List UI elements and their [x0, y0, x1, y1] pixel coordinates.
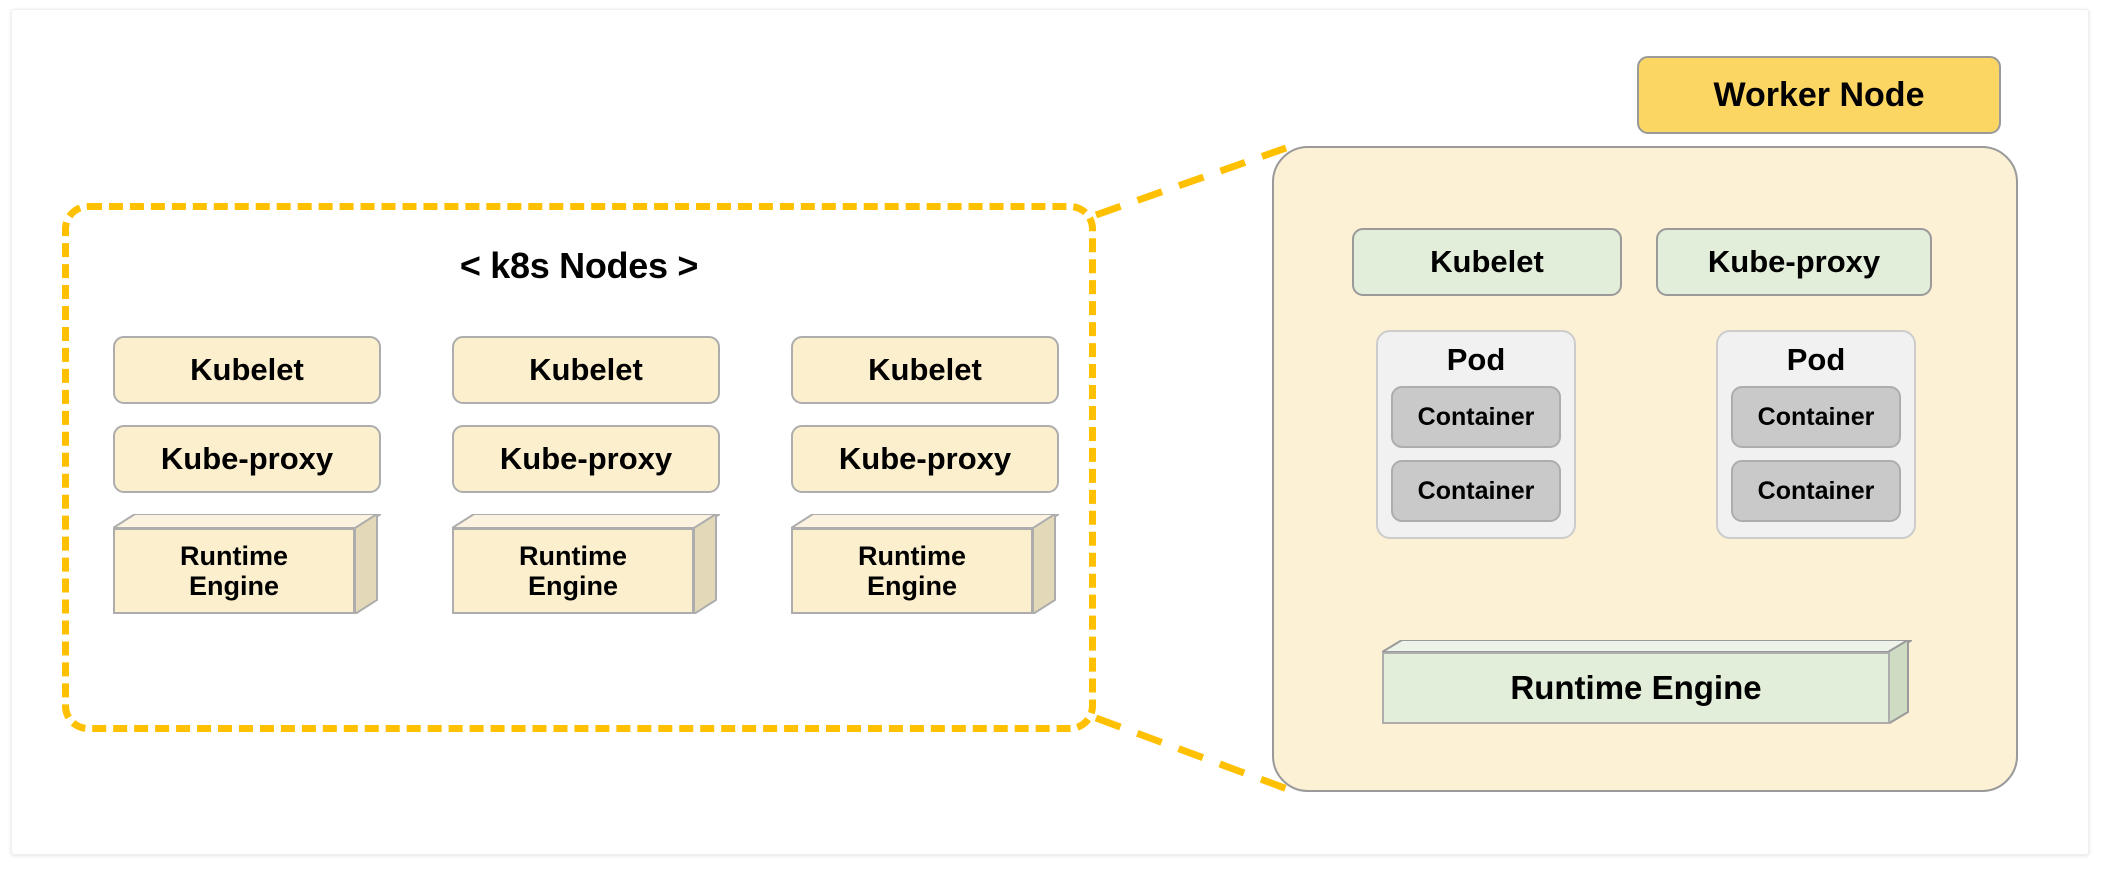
kubelet-box[interactable]: Kubelet: [113, 336, 381, 404]
pod-label: Pod: [1786, 342, 1846, 377]
node-column: Kubelet Kube-proxy Runtime Engine: [452, 336, 720, 614]
node-column: Kubelet Kube-proxy Runtime Engine: [791, 336, 1059, 614]
kubelet-box[interactable]: Kubelet: [452, 336, 720, 404]
runtime-line-1: Runtime: [519, 540, 627, 571]
runtime-line-1: Runtime: [858, 540, 966, 571]
kube-proxy-box[interactable]: Kube-proxy: [791, 425, 1059, 493]
container-box[interactable]: Container: [1391, 460, 1561, 522]
runtime-line-1: Runtime: [180, 540, 288, 571]
cluster-title: < k8s Nodes >: [459, 245, 699, 286]
pod-box[interactable]: Pod Container Container: [1376, 330, 1576, 539]
container-box[interactable]: Container: [1731, 460, 1901, 522]
pod-box[interactable]: Pod Container Container: [1716, 330, 1916, 539]
worker-node-pods-row: Pod Container Container Pod Container Co…: [1376, 330, 1916, 539]
runtime-engine-cube[interactable]: Runtime Engine: [452, 514, 720, 614]
runtime-line-2: Engine: [527, 571, 618, 601]
worker-node-header[interactable]: Worker Node: [1637, 56, 2001, 134]
container-box[interactable]: Container: [1731, 386, 1901, 448]
runtime-engine-cube[interactable]: Runtime Engine: [791, 514, 1059, 614]
node-column: Kubelet Kube-proxy Runtime Engine: [113, 336, 381, 614]
k8s-nodes-cluster: < k8s Nodes > Kubelet Kube-proxy Runtime…: [62, 203, 1096, 732]
worker-kube-proxy-box[interactable]: Kube-proxy: [1656, 228, 1932, 296]
cube-3d-shading: [1382, 640, 1912, 724]
worker-kubelet-box[interactable]: Kubelet: [1352, 228, 1622, 296]
container-box[interactable]: Container: [1391, 386, 1561, 448]
worker-runtime-engine-face: Runtime Engine: [1382, 652, 1890, 724]
kube-proxy-box[interactable]: Kube-proxy: [113, 425, 381, 493]
runtime-line-2: Engine: [188, 571, 279, 601]
kube-proxy-box[interactable]: Kube-proxy: [452, 425, 720, 493]
runtime-line-2: Engine: [866, 571, 957, 601]
cube-3d-shading: [791, 514, 1059, 614]
worker-runtime-engine-cube[interactable]: Runtime Engine: [1382, 640, 1912, 724]
node-columns: Kubelet Kube-proxy Runtime Engine: [113, 336, 1059, 614]
runtime-engine-face: Runtime Engine: [452, 528, 694, 614]
cube-3d-shading: [452, 514, 720, 614]
worker-node-panel: Kubelet Kube-proxy Pod Container Contain…: [1272, 146, 2018, 792]
cube-3d-shading: [113, 514, 381, 614]
runtime-engine-face: Runtime Engine: [113, 528, 355, 614]
kubelet-box[interactable]: Kubelet: [791, 336, 1059, 404]
pod-label: Pod: [1446, 342, 1506, 377]
worker-node-agents-row: Kubelet Kube-proxy: [1352, 228, 1932, 296]
runtime-engine-face: Runtime Engine: [791, 528, 1033, 614]
runtime-engine-cube[interactable]: Runtime Engine: [113, 514, 381, 614]
